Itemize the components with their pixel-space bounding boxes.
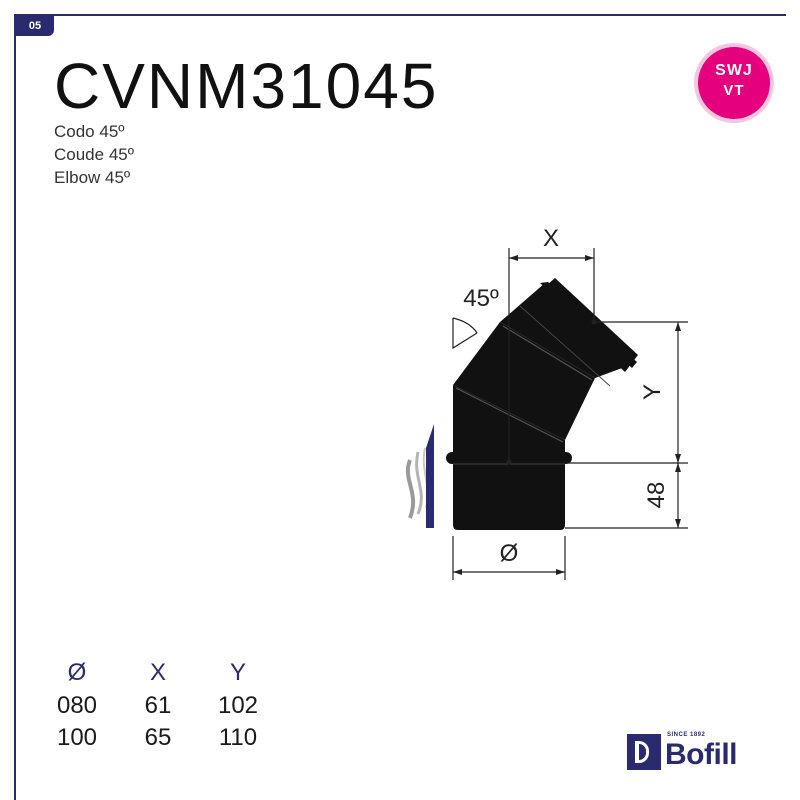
label-y: Y	[639, 384, 666, 400]
label-diameter: Ø	[500, 540, 519, 567]
dimension-lines	[452, 248, 688, 580]
bofill-logo: SINCE 1892 Bofill	[627, 730, 777, 772]
elbow-technical-drawing: X 45º Y 48 Ø	[405, 225, 688, 580]
table-row: 080 61 102	[46, 690, 268, 722]
frame-left-line	[14, 14, 16, 800]
header-y: Y	[229, 659, 246, 686]
table-row: 100 65 110	[46, 722, 268, 754]
flame-heat-icon	[405, 424, 434, 528]
product-name-en: Elbow 45º	[54, 168, 131, 187]
elbow-pipe-body	[446, 278, 638, 530]
cell-x: 65	[144, 724, 172, 751]
label-48: 48	[643, 482, 670, 509]
page-number-tab: 05	[16, 16, 54, 36]
bofill-mark-icon	[627, 734, 661, 770]
badge-line-1: SWJ	[715, 62, 753, 79]
brand-since: SINCE 1892	[667, 732, 706, 738]
frame-top-line	[14, 14, 786, 16]
product-name-es: Codo 45º	[54, 122, 125, 141]
swj-vt-badge: SWJ VT	[698, 47, 770, 119]
cell-y: 102	[217, 692, 259, 719]
dimensions-header-row: Ø X Y	[46, 656, 268, 690]
dimensions-table: Ø X Y 080 61 102 100 65 110	[46, 656, 268, 754]
badge-line-2: VT	[723, 82, 745, 99]
product-names: Codo 45º Coude 45º Elbow 45º	[54, 120, 134, 189]
label-angle: 45º	[463, 285, 499, 312]
cell-diameter: 100	[56, 724, 98, 751]
product-code-title: CVNM31045	[54, 50, 439, 122]
cell-y: 110	[218, 724, 258, 751]
brand-name: Bofill	[665, 738, 738, 771]
label-x: X	[543, 225, 559, 252]
angle-indicator	[452, 317, 478, 350]
header-diameter: Ø	[67, 659, 87, 686]
header-x: X	[149, 659, 166, 686]
cell-diameter: 080	[56, 692, 98, 719]
cell-x: 61	[144, 692, 172, 719]
product-name-fr: Coude 45º	[54, 145, 134, 164]
